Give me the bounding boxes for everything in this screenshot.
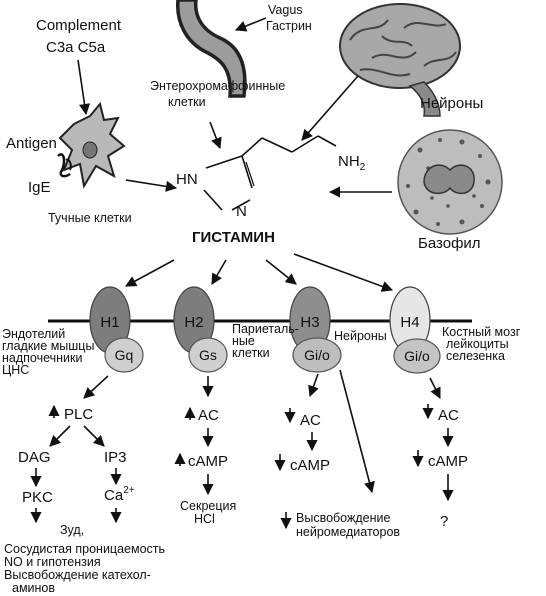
g-protein-h4 <box>393 338 441 374</box>
dag-label: DAG <box>18 449 51 466</box>
h4-ac-label: AC <box>438 407 459 424</box>
h4-tissue-labels: Костный мозг лейкоциты селезенка <box>442 325 521 363</box>
h3-effect-line: нейромедиаторов <box>296 525 400 539</box>
gastrin-label: Гастрин <box>266 19 312 33</box>
h2-effect-line: HCl <box>194 512 215 526</box>
plc-ip3-arrow <box>83 425 105 447</box>
receptor-h4-label: H4 <box>400 314 419 331</box>
g-protein-h2 <box>188 337 228 373</box>
h4-tissue-line: селезенка <box>446 349 505 363</box>
antigen-label: Antigen <box>6 135 57 152</box>
complement-label: Complement <box>36 17 122 34</box>
ige-antibody-icon <box>57 153 72 178</box>
h4-effect-label: ? <box>440 513 448 530</box>
brain-icon <box>339 3 461 117</box>
neurons-arrow <box>301 75 359 141</box>
arrow-to-h3 <box>265 259 297 285</box>
nh2-atom: NH2 <box>338 153 366 173</box>
h2-tissue-line: ные <box>232 334 255 348</box>
complement-arrow <box>77 59 91 116</box>
basophil-label: Базофил <box>418 235 481 252</box>
g-protein-h4-label: Gi/o <box>404 348 430 364</box>
arrow-to-h1 <box>125 259 175 287</box>
g-protein-h2-label: Gs <box>199 347 217 363</box>
h2-ac-label: AC <box>198 407 219 424</box>
h3-tissue-line: Нейроны <box>334 329 387 343</box>
enterochromaffin-arrow <box>209 121 222 150</box>
enterochromaffin-label-1: Энтерохромаффинные <box>150 79 285 93</box>
h4-tissue-line: лейкоциты <box>446 337 509 351</box>
h1-effect-line: аминов <box>12 581 55 595</box>
h1-tissue-line: гладкие мышцы <box>2 339 94 353</box>
receptor-h1-label: H1 <box>100 314 119 331</box>
h2-effect-line: Секреция <box>180 499 236 513</box>
histamine-title: ГИСТАМИН <box>192 229 275 246</box>
h1-tissue-labels: Эндотелий гладкие мышцы надпочечники ЦНС <box>2 327 94 377</box>
arrow-to-h2 <box>211 259 227 285</box>
hn-atom: HN <box>176 171 198 188</box>
h3-ac-label: AC <box>300 412 321 429</box>
n-atom: N <box>236 203 247 220</box>
h3-arrow-ac <box>308 373 319 398</box>
ca-label: Ca2+ <box>104 485 135 504</box>
g-protein-h1-label: Gq <box>115 347 134 363</box>
h3-release-arrow <box>339 369 375 494</box>
h1-tissue-line: надпочечники <box>2 351 83 365</box>
histamine-structure <box>203 135 337 211</box>
h1-tissue-line: Эндотелий <box>2 327 65 341</box>
g-protein-h3-label: Gi/o <box>304 347 330 363</box>
h1-tissue-line: ЦНС <box>2 363 29 377</box>
h4-camp-label: cAMP <box>428 453 468 470</box>
pkc-label: PKC <box>22 489 53 506</box>
h1-arrow-plc <box>83 375 109 399</box>
complement-factors-label: C3a C5a <box>46 39 106 56</box>
vagus-label: Vagus <box>268 3 303 17</box>
g-protein-h1 <box>104 337 144 373</box>
ip3-label: IP3 <box>104 449 127 466</box>
receptor-h2-label: H2 <box>184 314 203 331</box>
mast-cells-label: Тучные клетки <box>48 211 132 225</box>
g-protein-h3 <box>292 337 342 373</box>
h2-tissue-labels: Париеталь- ные клетки <box>232 322 299 360</box>
neurons-source-label: Нейроны <box>420 95 483 112</box>
mast-cell-arrow <box>125 179 178 192</box>
receptor-h3-label: H3 <box>300 314 319 331</box>
h1-effect-line: Высвобождение катехол- <box>4 568 151 582</box>
h1-effect-line: NO и гипотензия <box>4 555 101 569</box>
stomach-icon <box>176 0 247 98</box>
h4-tissue-line: Костный мозг <box>442 325 521 339</box>
h3-tissue-labels: Нейроны <box>334 329 387 343</box>
h4-arrow-ac <box>429 377 441 400</box>
h1-effect-line: Зуд, <box>60 523 84 537</box>
h2-camp-label: cAMP <box>188 453 228 470</box>
plc-dag-arrow <box>49 425 71 447</box>
ige-label: IgE <box>28 179 51 196</box>
h3-camp-label: cAMP <box>290 457 330 474</box>
h3-effect-line: Высвобождение <box>296 511 390 525</box>
h2-tissue-line: Париеталь- <box>232 322 299 336</box>
arrow-to-h4 <box>293 253 394 292</box>
plc-label: PLC <box>64 406 93 423</box>
mast-cell-icon <box>58 101 126 189</box>
h2-tissue-line: клетки <box>232 346 270 360</box>
h1-effect-line: Сосудистая проницаемость <box>4 542 165 556</box>
enterochromaffin-label-2: клетки <box>168 95 206 109</box>
vagus-arrow <box>234 17 267 32</box>
basophil-icon <box>397 129 503 235</box>
